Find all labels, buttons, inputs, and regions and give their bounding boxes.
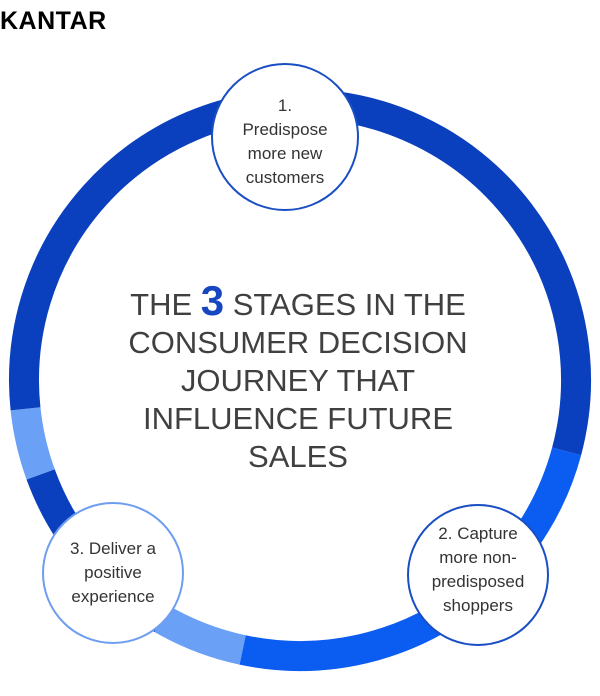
ring-segment-4: [154, 605, 246, 665]
ring-segment-6: [10, 406, 55, 480]
title-prefix: THE: [130, 287, 201, 322]
kantar-logo: KANTAR: [0, 7, 107, 35]
stage-3-circle: [42, 502, 184, 644]
title-rest: STAGES IN THE CONSUMER DECISION JOURNEY …: [128, 287, 468, 474]
title-number: 3: [200, 277, 225, 324]
stage-2-circle: [407, 504, 549, 646]
stage-3-label: 3. Deliver a positive experience: [70, 539, 156, 606]
diagram-title: THE 3 STAGES IN THE CONSUMER DECISION JO…: [120, 280, 476, 476]
stage-1-circle: [211, 63, 359, 211]
stage-1-label: 1. Predispose more new customers: [242, 96, 328, 187]
stage-2-label: 2. Capture more non-predisposed shoppers: [431, 524, 525, 615]
ring-segment-1: [299, 89, 591, 456]
